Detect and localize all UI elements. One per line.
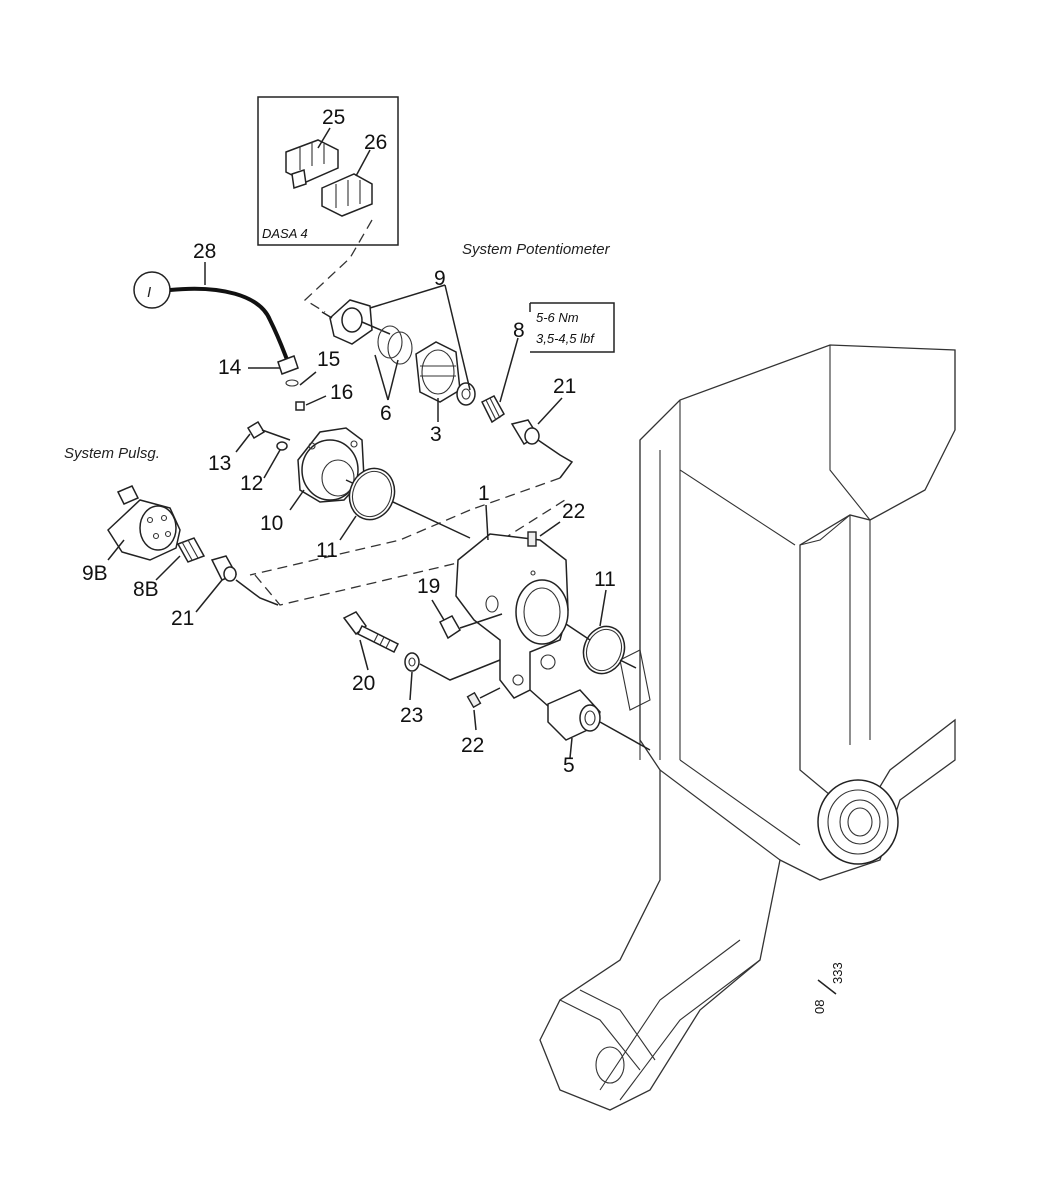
spring-8b: [176, 537, 206, 563]
label-8: 8: [513, 319, 525, 342]
label-15: 15: [317, 348, 340, 371]
label-14: 14: [218, 356, 242, 379]
cover-10: [297, 427, 471, 539]
label-3: 3: [430, 423, 442, 446]
drawing-reference: 08 333: [812, 962, 845, 1014]
label-20: 20: [352, 672, 375, 695]
label-16: 16: [330, 381, 353, 404]
torque-spec: 5-6 Nm 3,5-4,5 lbf: [529, 302, 615, 353]
connector-26: [321, 173, 373, 217]
label-21-top: 21: [553, 375, 576, 398]
label-9b: 9B: [82, 562, 108, 585]
label-19: 19: [417, 575, 440, 598]
label-12: 12: [240, 472, 263, 495]
screw-13: [246, 420, 291, 441]
label-11-left: 11: [316, 539, 338, 562]
o-ring-11-left: [348, 467, 396, 521]
label-6: 6: [380, 402, 392, 425]
label-9-top: 9: [434, 267, 446, 290]
potentiometer-9: [321, 299, 391, 345]
label-23: 23: [400, 704, 423, 727]
label-21-bottom: 21: [171, 607, 194, 630]
label-11-right: 11: [594, 568, 616, 591]
grub-screw-22-top: [527, 521, 561, 547]
connector-symbol-circle: [133, 271, 171, 309]
bolt-20: [342, 611, 400, 671]
housing-3: [415, 341, 461, 403]
label-8b: 8B: [133, 578, 159, 601]
label-28: 28: [193, 240, 216, 263]
pulse-sensor-9b: [107, 485, 181, 561]
connector-symbol: I: [147, 284, 151, 301]
connector-25: [285, 139, 339, 189]
screw-21-bottom: [210, 555, 279, 606]
washer-12: [276, 441, 288, 451]
spring-8: [480, 395, 505, 424]
mast-frame: [539, 344, 956, 1111]
pulsg-group-label: System Pulsg.: [64, 445, 160, 462]
washer-9: [456, 382, 476, 406]
label-13: 13: [208, 452, 231, 475]
o-ring-11-right: [582, 625, 626, 675]
dasa-inset: 25 26 DASA 4: [257, 96, 399, 246]
label-22-bottom: 22: [461, 734, 484, 757]
potentiometer-group-label: System Potentiometer: [462, 241, 611, 258]
label-26: 26: [364, 131, 387, 154]
seals-15-16: [248, 367, 327, 411]
label-22-top: 22: [562, 500, 585, 523]
screw-21-top: [510, 419, 574, 479]
washer-23: [404, 652, 420, 672]
grease-nipple-19: [431, 599, 503, 640]
bushing-5: [529, 689, 651, 759]
inset-title: DASA 4: [262, 226, 308, 241]
label-10: 10: [260, 512, 283, 535]
wiring-dashed: [249, 219, 566, 606]
label-5: 5: [563, 754, 575, 777]
label-25: 25: [322, 106, 345, 129]
cable-28: I 28: [133, 240, 299, 375]
drawing-ref-top: 08: [812, 1000, 827, 1014]
torque-line-1: 5-6 Nm: [536, 310, 579, 325]
o-rings-6: [377, 325, 413, 365]
grub-screw-22-bottom: [466, 687, 501, 731]
label-1: 1: [478, 482, 490, 505]
drawing-ref-bottom: 333: [830, 962, 845, 984]
bracket-1: [455, 533, 569, 699]
torque-line-2: 3,5-4,5 lbf: [536, 331, 595, 346]
